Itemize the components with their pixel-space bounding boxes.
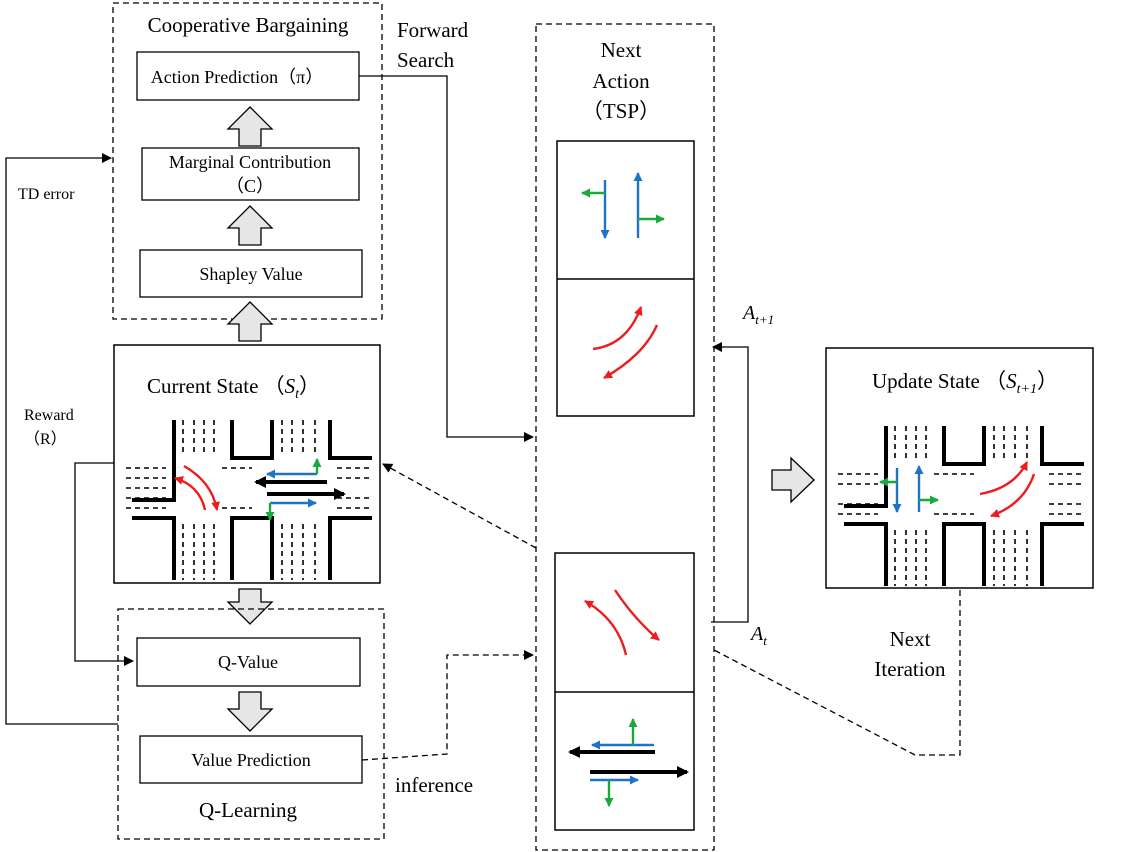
update-state-intersection: [838, 424, 1086, 588]
reward-symbol: （R）: [24, 430, 67, 448]
hollow-up-arrow-icon: [226, 106, 274, 147]
update-state-box: [825, 347, 1094, 589]
shapley-value-label: Shapley Value: [199, 264, 302, 284]
value-prediction-box: [139, 735, 363, 784]
td-error-arrow: [5, 153, 118, 725]
phase-ns-turn-icon: [592, 306, 659, 380]
next-iteration-label-2: Iteration: [874, 657, 946, 681]
td-error-label: TD error: [18, 186, 75, 203]
q-learning-title: Q-Learning: [199, 798, 297, 822]
next-iteration-label-1: Next: [890, 627, 931, 651]
marginal-contribution-symbol: （C）: [226, 176, 274, 196]
next-action-label-1: Next: [601, 38, 642, 62]
hollow-right-arrow-icon: [771, 456, 815, 504]
phase-ew-turn-icon: [584, 589, 660, 656]
hollow-up-arrow-icon: [226, 301, 274, 342]
action-transition-arrow: [711, 342, 749, 623]
reward-arrow: [74, 462, 134, 666]
phase-ew-through-icon: [568, 718, 689, 807]
hollow-up-arrow-icon: [226, 205, 274, 246]
action-prediction-box: [136, 51, 360, 101]
current-state-box: [113, 344, 381, 584]
next-action-label-2: Action: [592, 69, 650, 93]
hollow-down-arrow-icon: [226, 691, 274, 732]
a-next-label: At+1: [741, 302, 774, 327]
q-value-box: [136, 637, 361, 687]
cooperative-bargaining-title: Cooperative Bargaining: [148, 13, 349, 37]
marginal-contribution-box: [141, 147, 360, 201]
next-iteration-arrow: [713, 590, 961, 756]
next-action-label-3: （TSP）: [582, 99, 660, 123]
action-prediction-label: Action Prediction（π）: [151, 67, 324, 87]
current-state-intersection: [126, 418, 374, 582]
forward-search-label-2: Search: [397, 48, 455, 72]
q-learning-frame: [117, 608, 385, 840]
phase-ns-through-icon: [581, 172, 665, 239]
value-prediction-label: Value Prediction: [191, 750, 310, 770]
a-t-label: At: [749, 623, 767, 648]
current-state-label: Current State （St）: [147, 374, 320, 402]
reward-label: Reward: [24, 407, 74, 424]
inference-label: inference: [395, 773, 473, 797]
q-value-label: Q-Value: [218, 652, 278, 672]
update-state-label: Update State （St+1）: [872, 369, 1058, 397]
state-feedback-arrow: [382, 463, 537, 549]
cooperative-bargaining-frame: [112, 2, 383, 320]
next-action-frame: [535, 23, 715, 851]
forward-search-label-1: Forward: [397, 18, 469, 42]
marginal-contribution-label: Marginal Contribution: [169, 152, 331, 172]
hollow-down-arrow-icon: [226, 588, 274, 625]
shapley-value-box: [139, 249, 363, 298]
inference-arrow: [361, 650, 534, 761]
forward-search-arrow: [359, 75, 534, 442]
